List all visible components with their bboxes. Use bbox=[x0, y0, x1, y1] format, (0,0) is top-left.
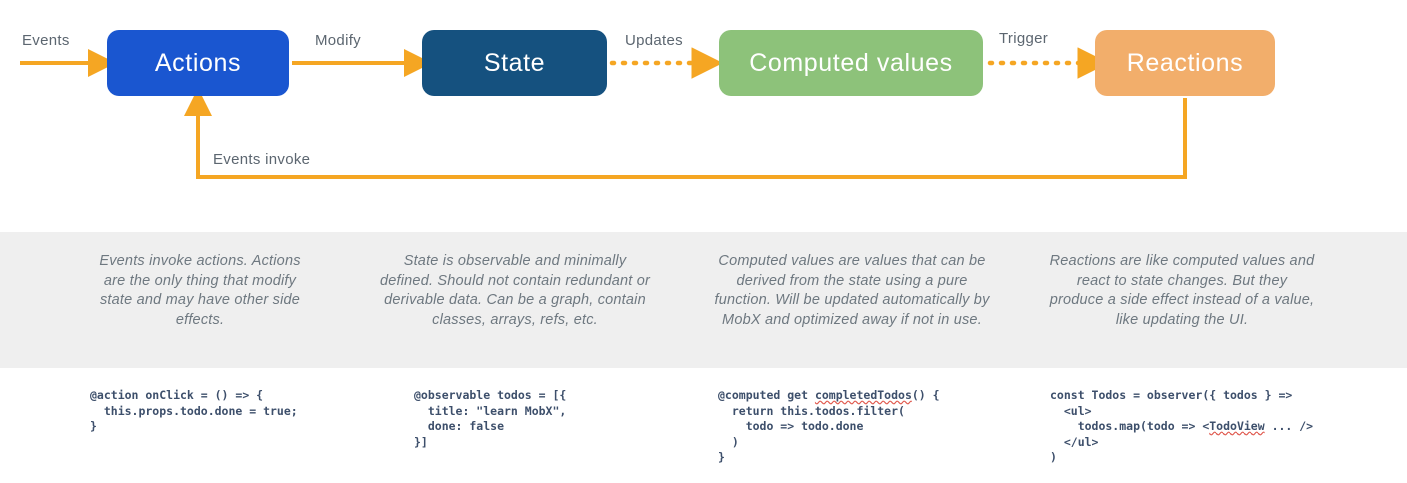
code-sample-observable: @observable todos = [{ title: "learn Mob… bbox=[414, 388, 567, 449]
code-post: () { return this.todos.filter( todo => t… bbox=[718, 388, 940, 464]
code-sample-action: @action onClick = () => { this.props.tod… bbox=[90, 388, 298, 433]
misspelled-word: completedTodos bbox=[814, 388, 912, 402]
node-reactions[interactable]: Reactions bbox=[1095, 30, 1275, 96]
description-actions: Events invoke actions. Actions are the o… bbox=[99, 253, 301, 328]
description-reactions: Reactions are like computed values and r… bbox=[1049, 253, 1315, 328]
arrow-events-invoke bbox=[184, 88, 1187, 179]
misspelled-word: TodoView bbox=[1209, 419, 1265, 433]
node-state-label: State bbox=[483, 48, 546, 77]
edge-label-updates: Updates bbox=[625, 32, 683, 49]
description-band bbox=[0, 232, 1407, 368]
code-sample-computed: @computed get completedTodos() { return … bbox=[718, 388, 940, 466]
description-state: State is observable and minimally define… bbox=[379, 253, 650, 328]
node-state[interactable]: State bbox=[422, 30, 607, 96]
edge-label-trigger: Trigger bbox=[999, 30, 1049, 47]
edge-label-modify: Modify bbox=[315, 32, 361, 49]
node-actions-label: Actions bbox=[154, 48, 242, 77]
node-computed-values[interactable]: Computed values bbox=[719, 30, 983, 96]
node-computed-values-label: Computed values bbox=[749, 48, 953, 77]
node-reactions-label: Reactions bbox=[1126, 48, 1244, 77]
edge-label-events-invoke: Events invoke bbox=[213, 151, 311, 168]
description-computed: Computed values are values that can be d… bbox=[714, 253, 990, 328]
code-sample-observer: const Todos = observer({ todos } => <ul>… bbox=[1050, 388, 1313, 466]
edge-label-events: Events bbox=[22, 32, 70, 49]
code-post: ... /> </ul> ) bbox=[1050, 419, 1314, 464]
code-pre: @computed get bbox=[718, 388, 815, 402]
code-pre: const Todos = observer({ todos } => <ul>… bbox=[1050, 388, 1293, 433]
node-actions[interactable]: Actions bbox=[107, 30, 289, 96]
